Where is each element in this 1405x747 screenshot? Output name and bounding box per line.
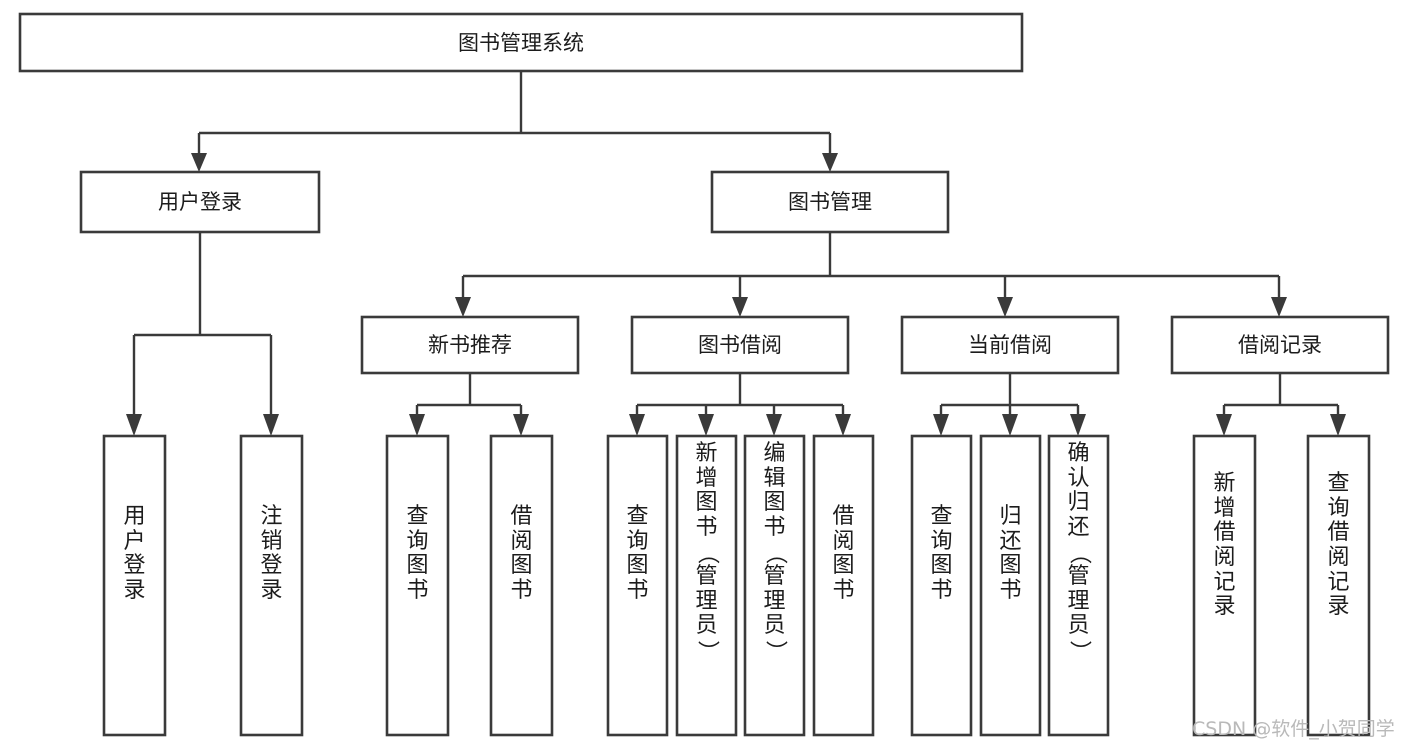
node-root-label: 图书管理系统	[458, 31, 584, 55]
arrow-icon-level3-4	[1271, 297, 1287, 317]
arrow-icon-cb-1	[933, 414, 949, 436]
leaf-box-book-borrow-3[interactable]	[812, 434, 875, 737]
arrow-icon-bb-1	[629, 414, 645, 436]
node-book-manage-box[interactable]	[710, 170, 950, 234]
leaf-box-user-login-0[interactable]	[102, 434, 167, 737]
node-current-borrow-box[interactable]	[900, 315, 1120, 375]
arrow-icon-level2-2	[822, 153, 838, 172]
arrow-icon-bb-4	[835, 414, 851, 436]
node-borrow-record-label: 借阅记录	[1238, 333, 1322, 357]
arrow-icon-level2-1	[191, 153, 207, 172]
leaf-box-current-borrow-2[interactable]	[1047, 434, 1110, 737]
arrow-icon-br-1	[1216, 414, 1232, 436]
node-borrow-record[interactable]: 借阅记录	[1170, 315, 1390, 375]
leaf-box-user-login-1[interactable]	[239, 434, 304, 737]
leaf-box-borrow-record-1[interactable]	[1306, 434, 1371, 737]
node-borrow-record-box[interactable]	[1170, 315, 1390, 375]
leaf-box-book-borrow-1[interactable]	[675, 434, 738, 737]
arrow-icon-cb-3	[1070, 414, 1086, 436]
arrow-icon-level3-3	[997, 297, 1013, 317]
node-new-book-recommend[interactable]: 新书推荐	[360, 315, 580, 375]
node-book-borrow-box[interactable]	[630, 315, 850, 375]
node-user-login-label: 用户登录	[158, 190, 242, 214]
leaf-box-new-book-recommend-1[interactable]	[489, 434, 554, 737]
node-new-book-recommend-label: 新书推荐	[428, 333, 512, 357]
arrow-icon-nbr-2	[513, 414, 529, 436]
arrow-icon-nbr-1	[409, 414, 425, 436]
leaf-box-current-borrow-1[interactable]	[979, 434, 1042, 737]
node-book-manage-label: 图书管理	[788, 190, 872, 214]
arrow-icon-ul-2	[263, 414, 279, 436]
arrow-icon-cb-2	[1002, 414, 1018, 436]
arrow-icon-bb-3	[766, 414, 782, 436]
node-root-box[interactable]	[18, 12, 1024, 73]
arrow-icon-level3-2	[732, 297, 748, 317]
arrow-icon-ul-1	[126, 414, 142, 436]
node-book-manage[interactable]: 图书管理	[710, 170, 950, 234]
leaf-box-book-borrow-2[interactable]	[743, 434, 806, 737]
node-current-borrow[interactable]: 当前借阅	[900, 315, 1120, 375]
node-book-borrow-label: 图书借阅	[698, 333, 782, 357]
leaf-box-new-book-recommend-0[interactable]	[385, 434, 450, 737]
node-book-borrow[interactable]: 图书借阅	[630, 315, 850, 375]
node-user-login[interactable]: 用户登录	[79, 170, 321, 234]
leaf-box-borrow-record-0[interactable]	[1192, 434, 1257, 737]
node-new-book-recommend-box[interactable]	[360, 315, 580, 375]
node-current-borrow-label: 当前借阅	[968, 333, 1052, 357]
node-root[interactable]: 图书管理系统	[18, 12, 1024, 73]
arrow-icon-level3-1	[455, 297, 471, 317]
leaf-box-current-borrow-0[interactable]	[910, 434, 973, 737]
leaf-box-book-borrow-0[interactable]	[606, 434, 669, 737]
arrow-icon-br-2	[1330, 414, 1346, 436]
arrow-icon-bb-2	[698, 414, 714, 436]
